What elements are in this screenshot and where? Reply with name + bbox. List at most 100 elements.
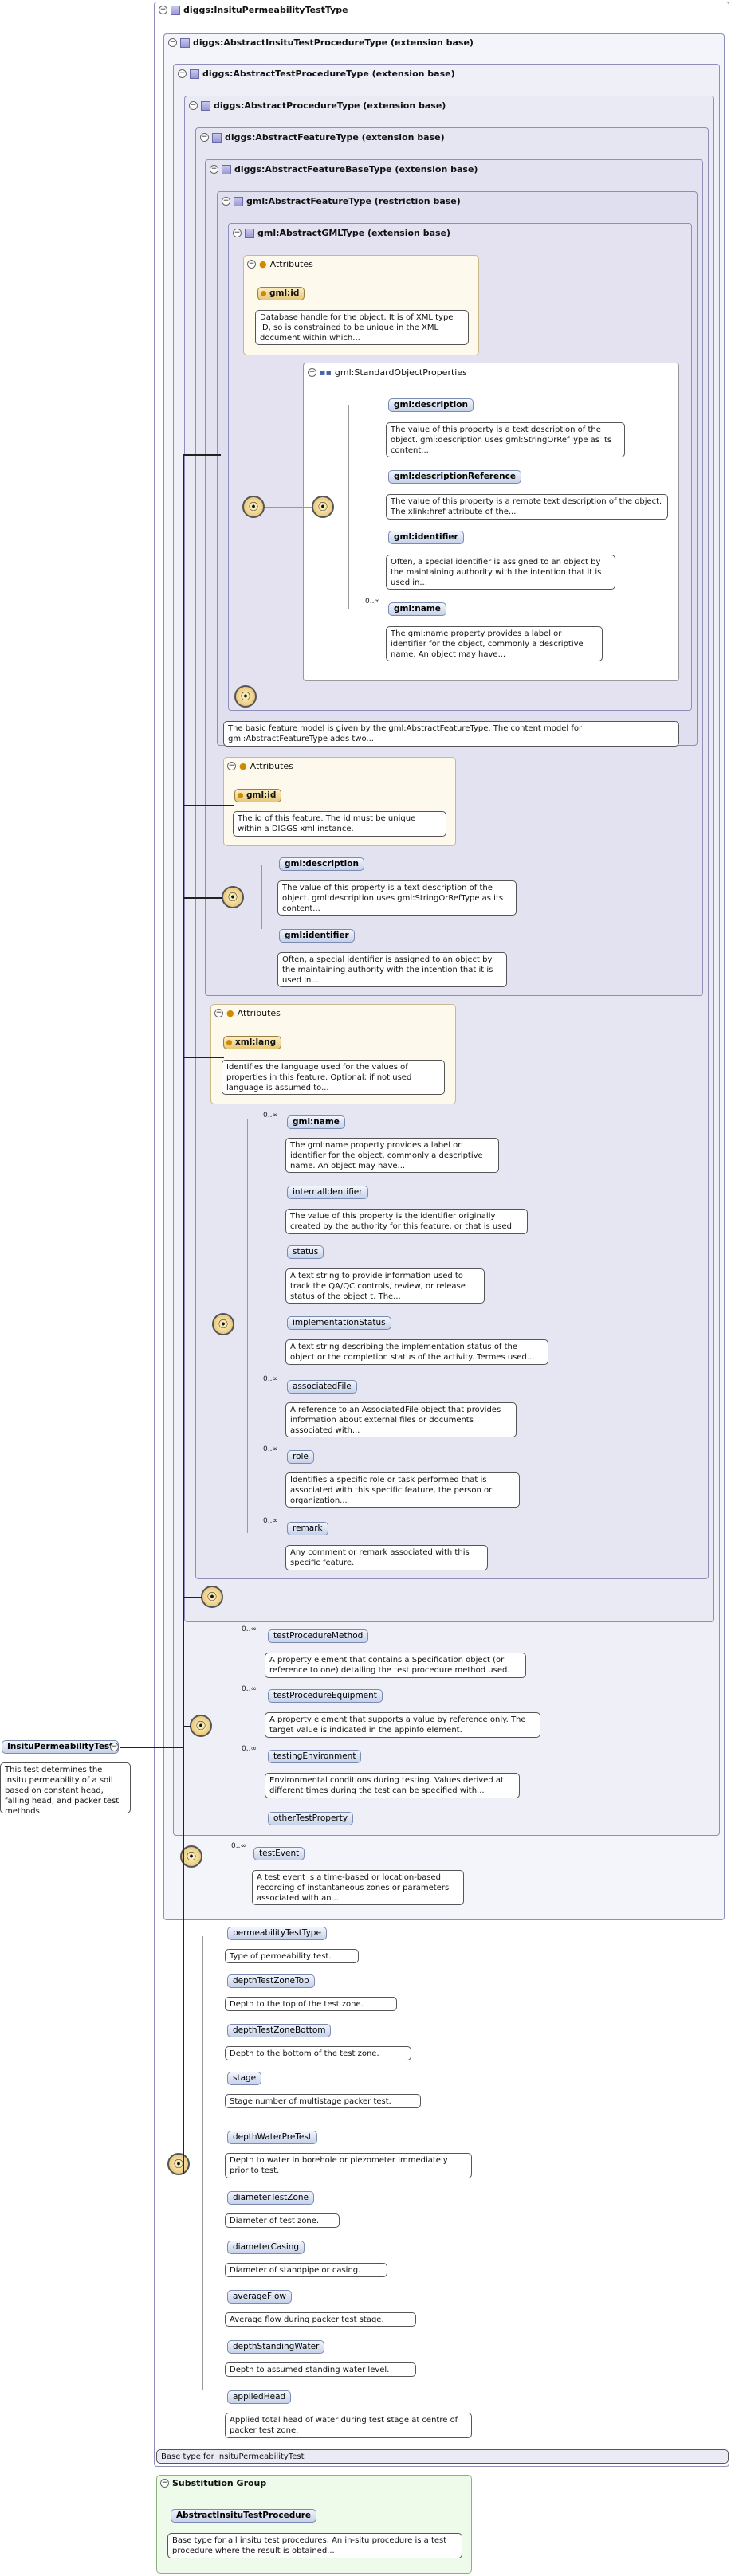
element-doc: Diameter of test zone.	[225, 2213, 340, 2228]
element-implementation-status[interactable]: implementationStatus	[287, 1316, 391, 1330]
sequence-compositor-icon[interactable]: ⦿	[167, 2153, 190, 2175]
group-icon: ▪▪	[320, 367, 332, 378]
collapse-toggle-icon[interactable]: −	[189, 101, 198, 110]
element-doc: A property element that supports a value…	[265, 1712, 540, 1738]
element-doc: A text string describing the implementat…	[285, 1339, 548, 1365]
element-permeability-item[interactable]: depthTestZoneBottom	[227, 2024, 332, 2037]
element-status[interactable]: status	[287, 1245, 324, 1259]
element-permeability-item[interactable]: appliedHead	[227, 2390, 292, 2404]
sequence-compositor-icon[interactable]: ⦿	[212, 1313, 234, 1335]
element-doc: The value of this property is a remote t…	[386, 494, 668, 520]
element-doc: Depth to water in borehole or piezometer…	[225, 2153, 472, 2178]
substitution-group	[156, 2475, 472, 2574]
element-permeability-item[interactable]: permeabilityTestType	[227, 1927, 327, 1940]
element-permeability-item[interactable]: depthStandingWater	[227, 2340, 325, 2354]
collapse-toggle-icon[interactable]: −	[247, 260, 256, 269]
element-permeability-item[interactable]: diameterCasing	[227, 2241, 305, 2254]
attributes-header[interactable]: −●Attributes	[247, 259, 313, 269]
cardinality-label: 0..∞	[242, 1625, 257, 1633]
expand-icon[interactable]: −	[110, 1743, 119, 1751]
complex-type-icon	[234, 196, 243, 206]
element-gml-description-reference[interactable]: gml:descriptionReference	[388, 470, 521, 484]
collapse-toggle-icon[interactable]: −	[160, 2479, 169, 2488]
attribute-xml-lang[interactable]: xml:lang	[223, 1036, 282, 1049]
type-header-b2[interactable]: −diggs:AbstractTestProcedureType (extens…	[178, 69, 455, 79]
collapse-toggle-icon[interactable]: −	[210, 165, 218, 174]
collapse-toggle-icon[interactable]: −	[178, 69, 187, 78]
collapse-toggle-icon[interactable]: −	[233, 229, 242, 237]
complex-type-icon	[201, 100, 210, 111]
element-gml-description[interactable]: gml:description	[279, 857, 364, 871]
element-internal-identifier[interactable]: internalIdentifier	[287, 1186, 368, 1199]
element-gml-name[interactable]: gml:name	[287, 1115, 345, 1129]
type-header-b7[interactable]: −gml:AbstractGMLType (extension base)	[233, 228, 451, 238]
collapse-toggle-icon[interactable]: −	[308, 368, 316, 377]
element-doc: Depth to the bottom of the test zone.	[225, 2046, 411, 2060]
element-permeability-item[interactable]: diameterTestZone	[227, 2191, 315, 2205]
complex-type-icon	[222, 164, 231, 174]
element-abstract-insitu-test-procedure[interactable]: AbstractInsituTestProcedure	[171, 2509, 317, 2523]
group-header-sop[interactable]: −▪▪gml:StandardObjectProperties	[308, 367, 467, 378]
element-doc: A property element that contains a Speci…	[265, 1653, 526, 1678]
element-test-procedure-method[interactable]: testProcedureMethod	[268, 1629, 369, 1643]
substitution-header[interactable]: −Substitution Group	[160, 2478, 267, 2488]
sequence-compositor-icon[interactable]: ⦿	[242, 496, 265, 518]
type-header-b6[interactable]: −gml:AbstractFeatureType (restriction ba…	[222, 196, 461, 206]
element-doc: Depth to assumed standing water level.	[225, 2362, 416, 2377]
attributes-header[interactable]: −●Attributes	[227, 761, 293, 771]
element-doc: Diameter of standpipe or casing.	[225, 2263, 387, 2277]
element-testing-environment[interactable]: testingEnvironment	[268, 1750, 362, 1763]
attribute-icon: ●	[259, 259, 267, 269]
complex-type-icon	[212, 132, 222, 143]
element-doc: Type of permeability test.	[225, 1949, 359, 1963]
element-gml-description[interactable]: gml:description	[388, 398, 474, 412]
sequence-compositor-icon[interactable]: ⦿	[190, 1715, 212, 1737]
element-remark[interactable]: remark	[287, 1522, 328, 1535]
element-gml-identifier[interactable]: gml:identifier	[279, 929, 355, 943]
attribute-doc: Identifies the language used for the val…	[222, 1060, 445, 1095]
attribute-gml-id[interactable]: gml:id	[257, 287, 305, 300]
collapse-toggle-icon[interactable]: −	[214, 1009, 223, 1017]
sequence-compositor-icon[interactable]: ⦿	[234, 685, 257, 708]
element-gml-identifier[interactable]: gml:identifier	[388, 531, 464, 544]
cardinality-label: 0..∞	[242, 1745, 257, 1753]
element-insitu-permeability-test[interactable]: InsituPermeabilityTest	[2, 1740, 120, 1754]
type-header-b1[interactable]: −diggs:AbstractInsituTestProcedureType (…	[168, 37, 474, 48]
type-header-b4[interactable]: −diggs:AbstractFeatureType (extension ba…	[200, 132, 445, 143]
element-permeability-item[interactable]: depthWaterPreTest	[227, 2131, 317, 2144]
attributes-header[interactable]: −●Attributes	[214, 1008, 281, 1018]
base-type-doc: Base type for InsituPermeabilityTest	[156, 2449, 729, 2464]
collapse-toggle-icon[interactable]: −	[200, 133, 209, 142]
collapse-toggle-icon[interactable]: −	[168, 38, 177, 47]
sequence-compositor-icon[interactable]: ⦿	[222, 886, 244, 908]
collapse-toggle-icon[interactable]: −	[159, 6, 167, 14]
element-test-procedure-equipment[interactable]: testProcedureEquipment	[268, 1689, 383, 1703]
element-doc: Often, a special identifier is assigned …	[277, 952, 507, 987]
main-element-doc: This test determines the insitu permeabi…	[0, 1762, 131, 1813]
element-doc: Often, a special identifier is assigned …	[386, 555, 615, 590]
type-header-b5[interactable]: −diggs:AbstractFeatureBaseType (extensio…	[210, 164, 478, 174]
cardinality-label: 0..∞	[263, 1445, 278, 1453]
substitution-doc: Base type for all insitu test procedures…	[167, 2533, 462, 2558]
sequence-compositor-icon[interactable]: ⦿	[201, 1586, 223, 1608]
collapse-toggle-icon[interactable]: −	[227, 762, 236, 770]
element-doc: The value of this property is a text des…	[386, 422, 625, 457]
attribute-gml-id[interactable]: gml:id	[234, 789, 282, 802]
element-test-event[interactable]: testEvent	[253, 1847, 305, 1860]
element-permeability-item[interactable]: depthTestZoneTop	[227, 1974, 315, 1988]
sequence-compositor-icon[interactable]: ⦿	[312, 496, 334, 518]
element-role[interactable]: role	[287, 1450, 314, 1464]
type-header-b3[interactable]: −diggs:AbstractProcedureType (extension …	[189, 100, 446, 111]
complex-type-icon	[180, 37, 190, 48]
element-associated-file[interactable]: associatedFile	[287, 1380, 357, 1394]
element-doc: Environmental conditions during testing.…	[265, 1773, 520, 1798]
element-permeability-item[interactable]: stage	[227, 2072, 262, 2085]
element-other-test-property[interactable]: otherTestProperty	[268, 1812, 354, 1825]
cardinality-label: 0..∞	[231, 1842, 246, 1850]
collapse-toggle-icon[interactable]: −	[222, 197, 230, 206]
element-gml-name[interactable]: gml:name	[388, 602, 446, 616]
type-header-insitu-permeability[interactable]: −diggs:InsituPermeabilityTestType	[159, 5, 348, 15]
element-doc: Identifies a specific role or task perfo…	[285, 1472, 520, 1508]
element-permeability-item[interactable]: averageFlow	[227, 2290, 292, 2304]
attribute-icon: ●	[226, 1008, 234, 1018]
